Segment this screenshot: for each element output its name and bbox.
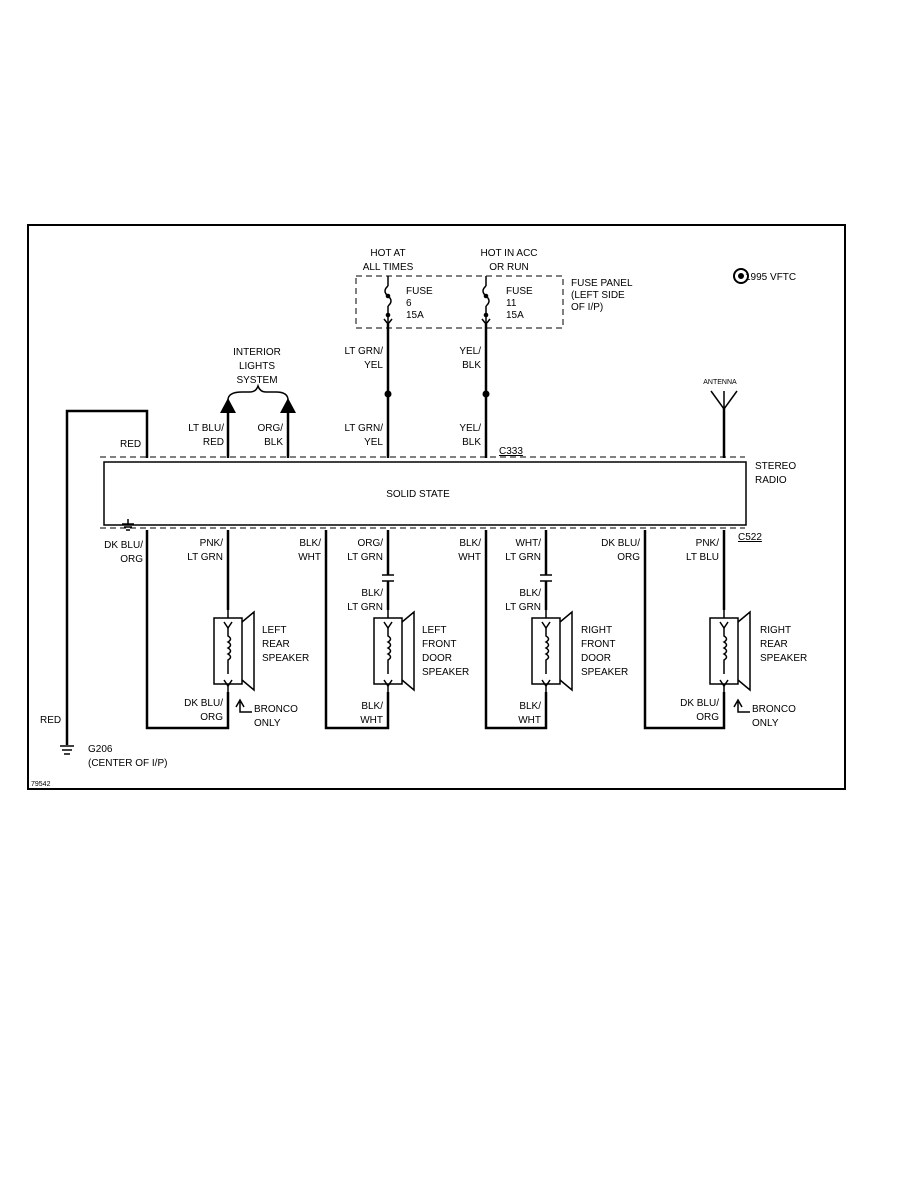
wire-blk-lt-grn-1: BLK/LT GRN [347, 588, 383, 613]
top-wires [65, 324, 738, 745]
ground-g206-label: G206(CENTER OF I/P) [88, 744, 167, 769]
year-model-badge: 1995 VFTC [733, 268, 796, 284]
fuse-panel-box [355, 275, 564, 329]
bronco-only-left-pointer [235, 698, 252, 713]
left-rear-speaker-icon [213, 610, 255, 692]
wire-blk-lt-grn-2: BLK/LT GRN [505, 588, 541, 613]
wire-lt-blu-red: LT BLU/RED [188, 423, 224, 448]
wire-org-blk: ORG/BLK [257, 423, 283, 448]
bottom-wires [145, 530, 726, 730]
wire-lr-return: DK BLU/ORG [184, 698, 223, 723]
wire-pnk-lt-grn: PNK/LT GRN [187, 538, 223, 563]
stereo-radio-box [103, 461, 747, 526]
right-rear-speaker-icon [709, 610, 751, 692]
ground-wire-red: RED [40, 715, 61, 726]
wire-lt-grn-yel-upper: LT GRN/YEL [344, 346, 383, 371]
antenna-label: ANTENNA [703, 379, 737, 386]
wire-dk-blu-org-1: DK BLU/ORG [104, 540, 143, 565]
wire-lt-grn-yel-lower: LT GRN/YEL [344, 423, 383, 448]
wire-lf-return: BLK/WHT [360, 701, 383, 726]
wire-yel-blk-upper: YEL/BLK [459, 346, 481, 371]
fuse-11-symbol [481, 276, 491, 326]
year-model-label: 1995 VFTC [745, 272, 796, 283]
left-front-door-speaker-icon [373, 610, 415, 692]
figure-number: 79542 [31, 781, 51, 788]
fuse-6-symbol [383, 276, 393, 326]
bronco-only-right-pointer [733, 698, 750, 713]
wire-dk-blu-org-2: DK BLU/ORG [601, 538, 640, 563]
wire-org-lt-grn: ORG/LT GRN [347, 538, 383, 563]
wire-wht-lt-grn: WHT/LT GRN [505, 538, 541, 563]
case-ground-icon [122, 519, 134, 531]
wire-rf-return: BLK/WHT [518, 701, 541, 726]
interior-lights-bracket [227, 383, 289, 401]
wire-red-top: RED [120, 439, 141, 450]
wire-rr-return: DK BLU/ORG [680, 698, 719, 723]
wire-yel-blk-lower: YEL/BLK [459, 423, 481, 448]
connector-c522: C522 [738, 532, 762, 543]
diagram-border [27, 224, 846, 790]
solid-state-label: SOLID STATE [386, 489, 450, 500]
right-front-door-speaker-icon [531, 610, 573, 692]
wire-blk-wht-2: BLK/WHT [458, 538, 481, 563]
wire-pnk-lt-blu: PNK/LT BLU [686, 538, 719, 563]
ground-g206-icon [60, 745, 74, 755]
wire-blk-wht-1: BLK/WHT [298, 538, 321, 563]
connector-c333: C333 [499, 446, 523, 457]
